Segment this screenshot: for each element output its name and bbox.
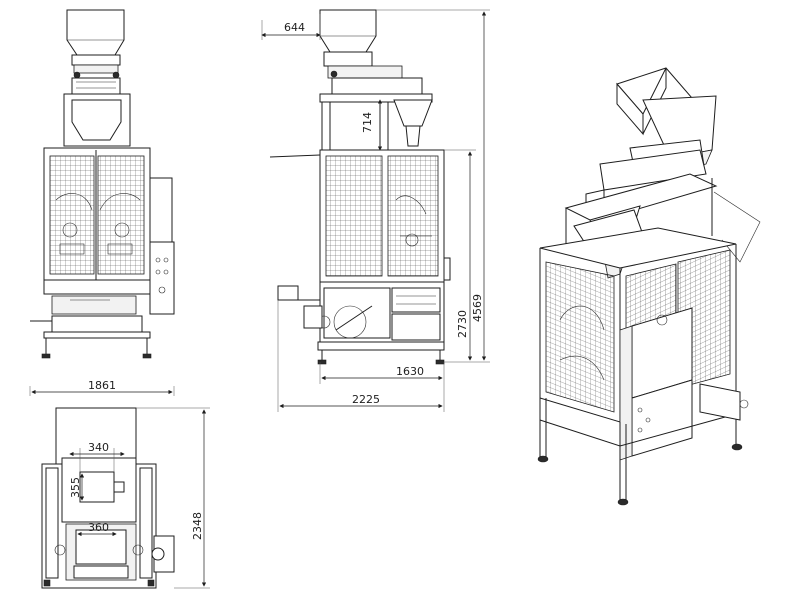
- dim-714: 714: [361, 112, 374, 133]
- top-view: [41, 407, 175, 589]
- isometric-view: [537, 67, 761, 506]
- dim-2225: 2225: [352, 393, 380, 406]
- front-view: [30, 9, 175, 359]
- dimension-lines: [29, 9, 490, 589]
- dim-355: 355: [69, 477, 82, 498]
- dim-2348: 2348: [191, 512, 204, 540]
- dim-4569: 4569: [471, 294, 484, 322]
- dim-2730: 2730: [456, 310, 469, 338]
- dim-360: 360: [88, 521, 109, 534]
- dim-1861: 1861: [88, 379, 116, 392]
- dim-644: 644: [284, 21, 305, 34]
- side-view: [269, 9, 451, 365]
- dim-1630: 1630: [396, 365, 424, 378]
- dim-340: 340: [88, 441, 109, 454]
